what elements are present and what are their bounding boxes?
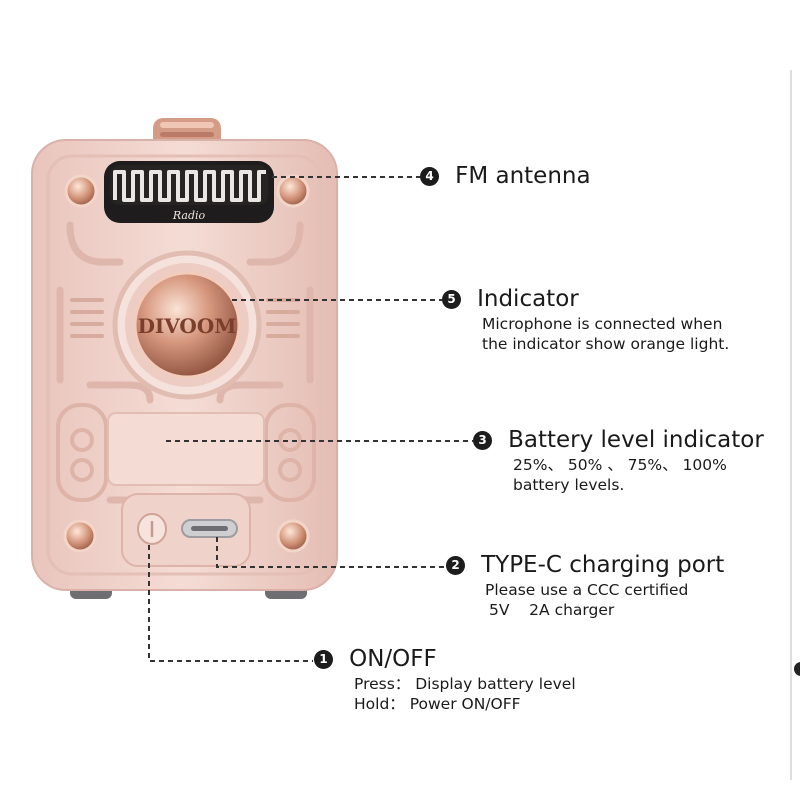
callout-number: 3 [473,431,492,450]
screw-top-right [278,176,308,206]
callout-title: TYPE-C charging port [481,552,724,578]
usb-c-port [182,520,237,537]
callout-desc-line: battery levels. [513,475,764,495]
callout-type-c-port: 2 TYPE-C charging port Please use a CCC … [446,552,724,620]
callout-indicator: 5 Indicator Microphone is connected when… [442,286,729,354]
callout-battery-level: 3 Battery level indicator 25%、 50% 、 75%… [473,427,764,495]
power-button[interactable] [138,514,166,544]
callout-number: 4 [420,167,439,186]
screw-top-left [66,176,96,206]
callout-number: 2 [446,556,465,575]
screw-bottom-right [278,521,308,551]
antenna-plate: Radio [104,161,274,223]
callout-desc-line: the indicator show orange light. [482,334,729,354]
callout-title: Battery level indicator [508,427,764,453]
callout-number: 1 [314,650,333,669]
callout-number: 5 [442,290,461,309]
center-badge: DIVOOM [115,253,259,397]
callout-desc-line: Please use a CCC certified [485,580,724,600]
callout-desc-line: 5V 2A charger [489,600,724,620]
radio-plate-label: Radio [172,209,206,222]
callout-title: ON/OFF [349,646,437,672]
callout-desc-line: 25%、 50% 、 75%、 100% [513,455,764,475]
screw-bottom-left [65,521,95,551]
callout-fm-antenna: 4 FM antenna [420,163,591,189]
callout-title: Indicator [477,286,579,312]
callout-title: FM antenna [455,163,590,189]
battery-window [108,413,264,485]
callout-desc-line: Microphone is connected when [482,314,729,334]
callout-desc-line: Press： Display battery level [354,674,576,694]
brand-logo: DIVOOM [138,314,237,338]
callout-on-off: 1 ON/OFF Press： Display battery level Ho… [314,646,576,714]
callout-desc-line: Hold： Power ON/OFF [354,694,576,714]
